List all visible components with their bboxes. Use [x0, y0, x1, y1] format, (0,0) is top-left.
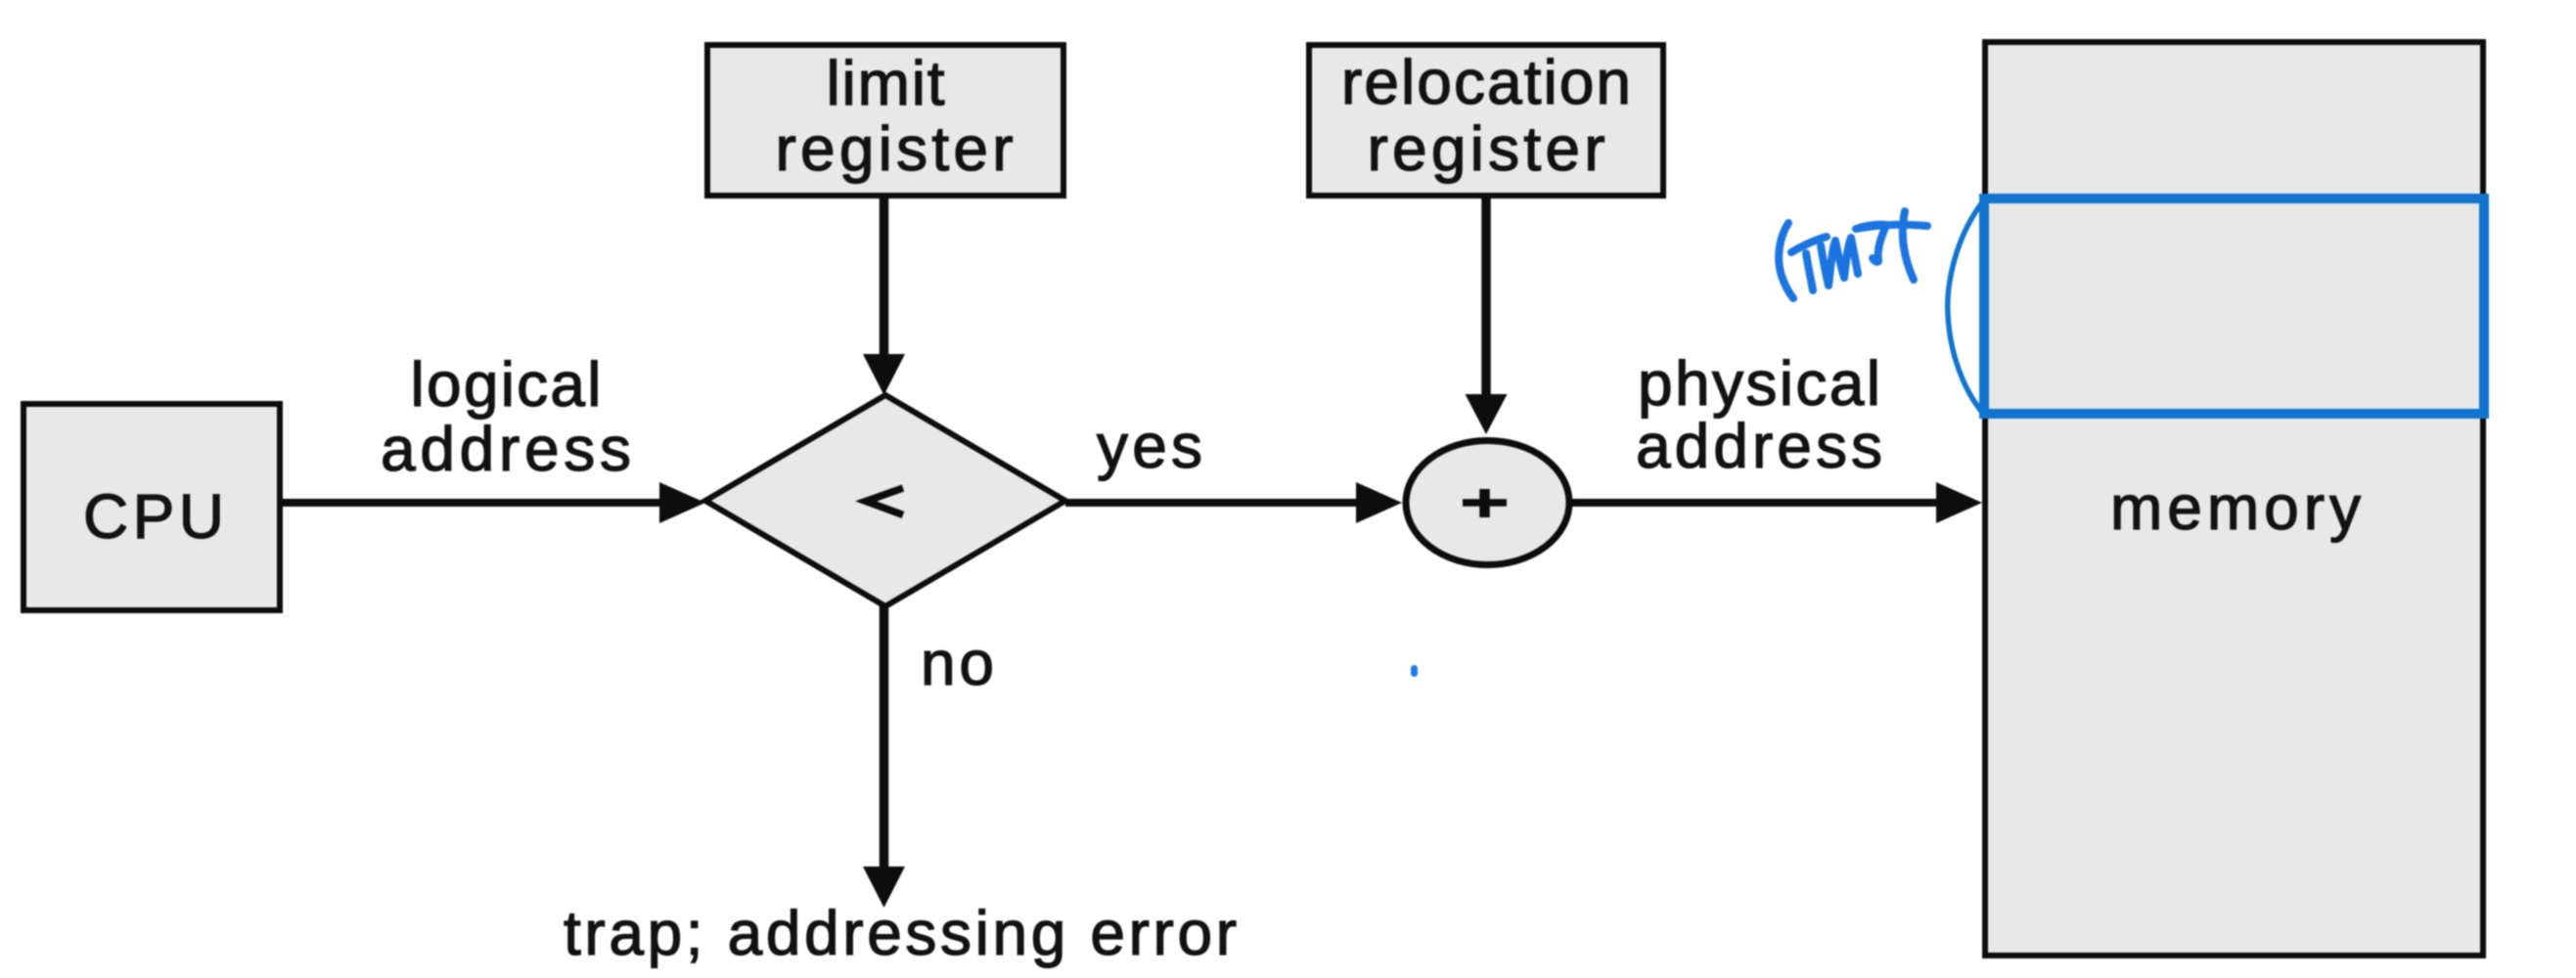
svg-text:address: address — [381, 414, 631, 484]
svg-text:limit: limit — [827, 48, 945, 118]
svg-text:no: no — [921, 628, 994, 698]
svg-text:logical: logical — [411, 349, 602, 420]
svg-text:physical: physical — [1638, 348, 1880, 419]
svg-text:address: address — [1636, 411, 1882, 481]
svg-text:trap; addressing error: trap; addressing error — [564, 898, 1237, 968]
svg-text:yes: yes — [1097, 411, 1202, 481]
svg-text:relocation: relocation — [1341, 47, 1631, 117]
svg-text:memory: memory — [2110, 472, 2361, 543]
svg-text:CPU: CPU — [83, 481, 224, 552]
